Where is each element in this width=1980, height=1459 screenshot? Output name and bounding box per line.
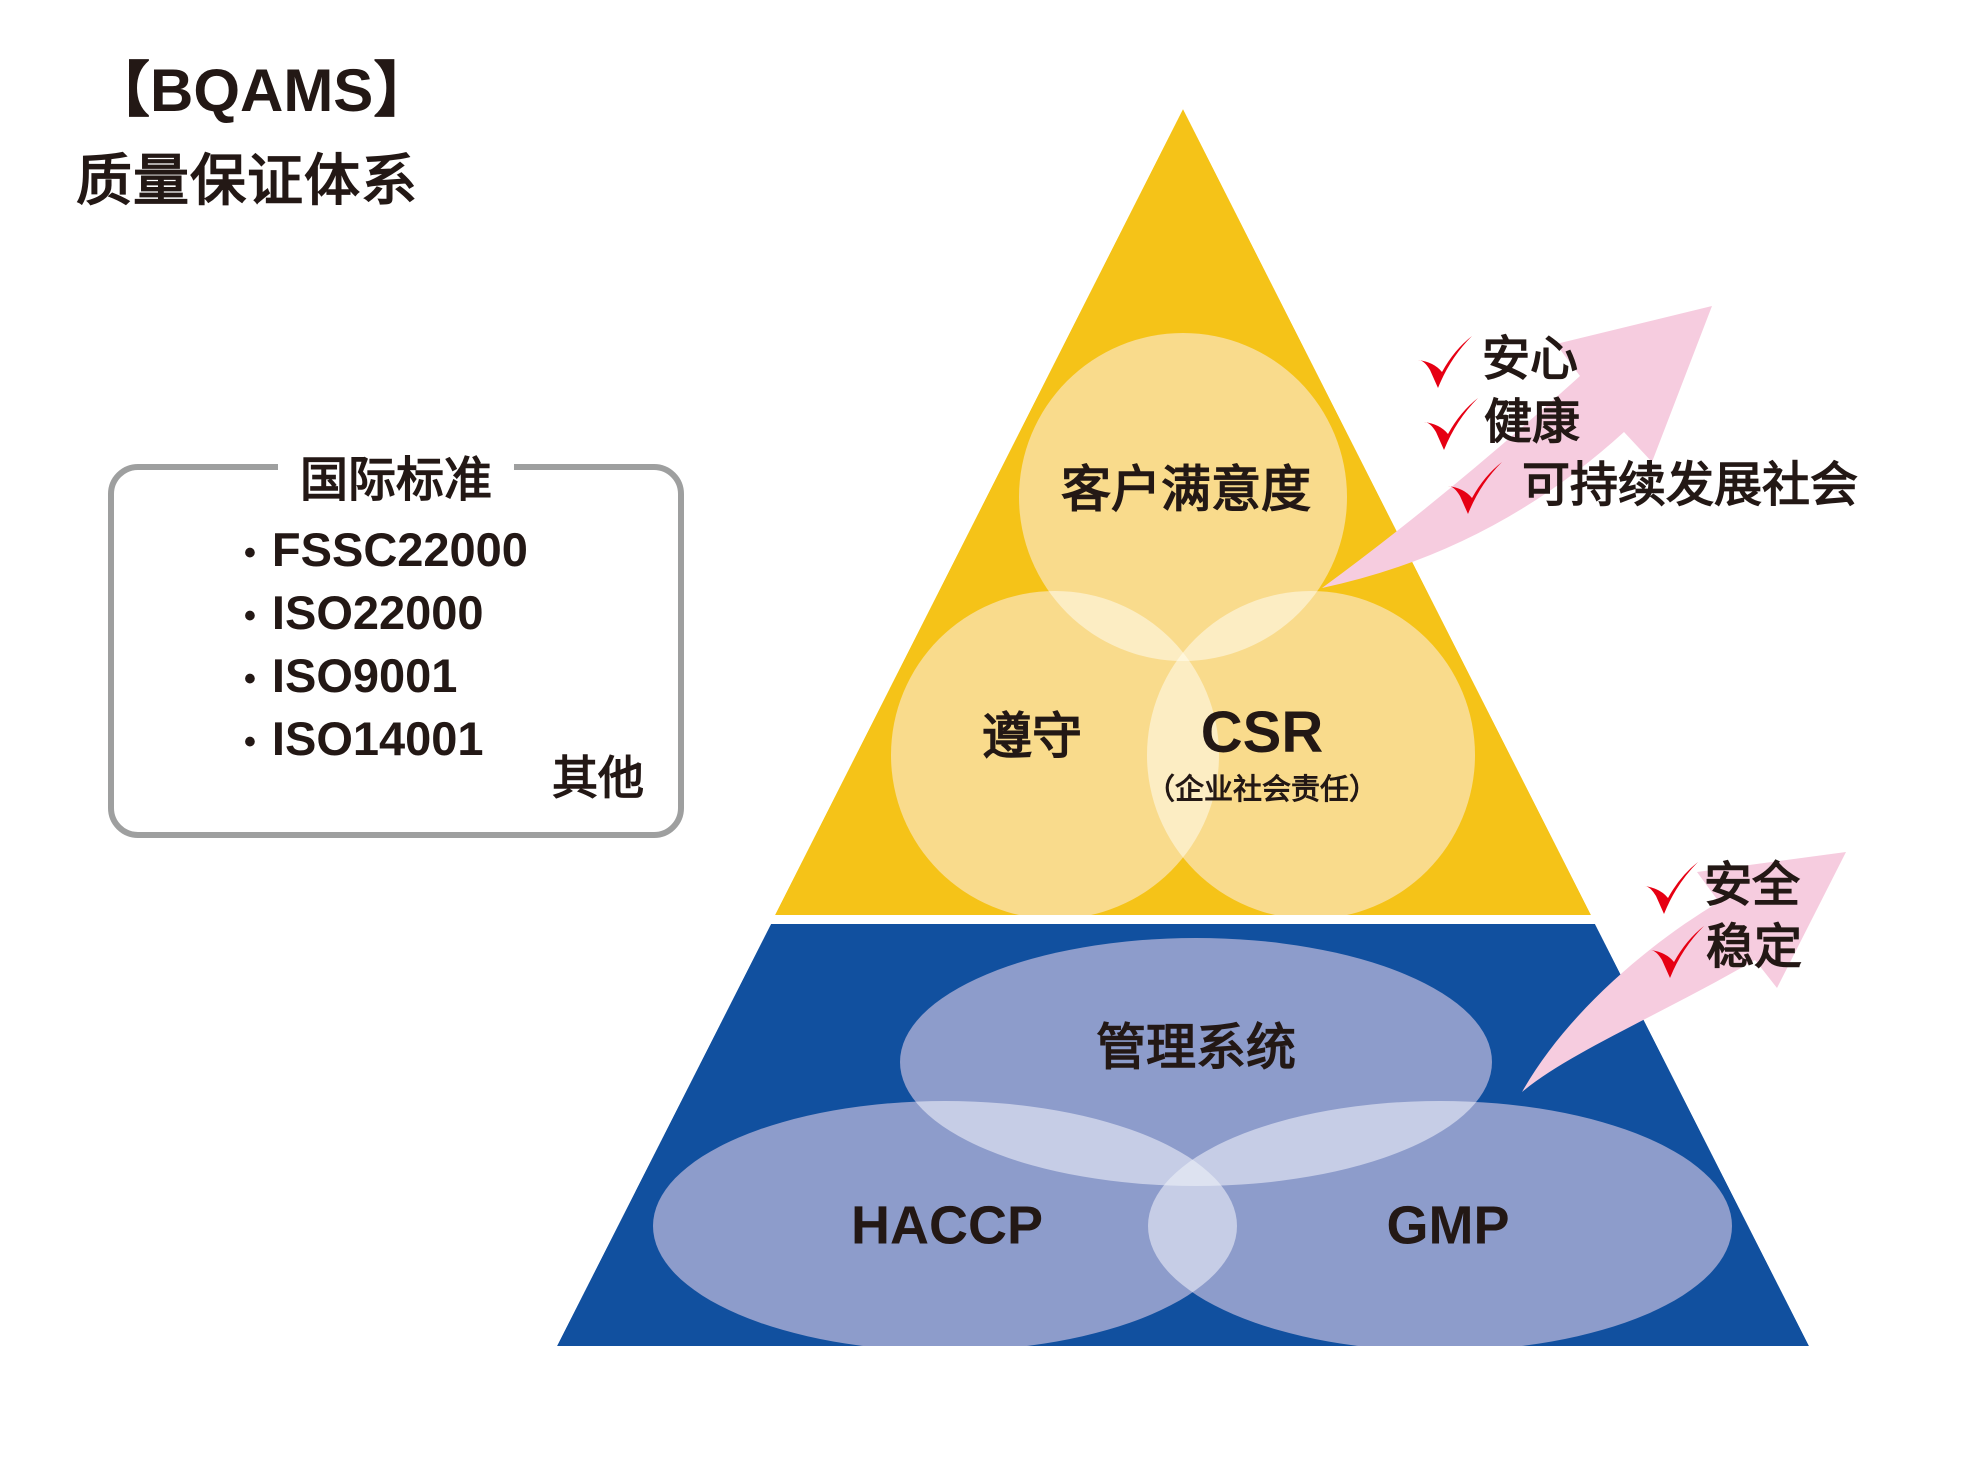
- standards-item-label: ISO9001: [271, 649, 458, 702]
- ellipse-label-haccp: HACCP: [850, 1195, 1044, 1256]
- bullet-icon: •: [244, 597, 256, 636]
- list-item: • ISO9001: [244, 644, 528, 707]
- list-item: • ISO22000: [244, 581, 528, 644]
- international-standards-box: 国际标准 • FSSC22000 • ISO22000 • ISO9001 • ISO1…: [108, 440, 684, 838]
- ellipse-label-management-system: 管理系统: [1096, 1019, 1296, 1076]
- check-icon: [1424, 398, 1478, 450]
- standards-item-label: ISO22000: [271, 586, 484, 639]
- circle-sublabel-csr: （企业社会责任）: [1145, 774, 1379, 807]
- check-icon: [1418, 336, 1472, 388]
- standards-list: • FSSC22000 • ISO22000 • ISO9001 • ISO14001: [244, 518, 528, 770]
- check-icon: [1644, 862, 1698, 914]
- outcome-label-wending: 稳定: [1706, 921, 1803, 974]
- upper-outcome-arrow: [1322, 306, 1712, 588]
- ellipse-label-gmp: GMP: [1386, 1195, 1510, 1256]
- list-item: • FSSC22000: [244, 518, 528, 581]
- circle-label-customer-satisfaction: 客户满意度: [1061, 461, 1311, 518]
- outcome-label-anquan: 安全: [1704, 859, 1801, 912]
- bullet-icon: •: [244, 723, 256, 762]
- circle-customer-satisfaction: [1019, 333, 1347, 661]
- standards-item-label: ISO14001: [271, 712, 484, 765]
- standards-note: 其他: [552, 752, 644, 804]
- circle-compliance: [891, 591, 1219, 915]
- pyramid-lower-tier: [557, 924, 1809, 1346]
- bullet-icon: •: [244, 660, 256, 699]
- circle-label-compliance: 遵守: [982, 708, 1082, 765]
- page-title-line2: 质量保证体系: [76, 149, 418, 212]
- standards-item-label: FSSC22000: [271, 523, 528, 576]
- outcome-label-anxin: 安心: [1482, 333, 1579, 386]
- list-item: • ISO14001: [244, 707, 528, 770]
- outcome-label-sustainable-society: 可持续发展社会: [1522, 459, 1859, 512]
- page-title-line1: 【BQAMS】: [90, 57, 434, 124]
- lower-outcome-arrow: [1522, 852, 1846, 1092]
- circle-csr: [1147, 591, 1475, 915]
- standards-box-title: 国际标准: [277, 440, 515, 510]
- bullet-icon: •: [244, 534, 256, 573]
- outcome-label-jiankang: 健康: [1484, 396, 1581, 449]
- pyramid-upper-tier: [775, 109, 1591, 915]
- circle-label-csr: CSR: [1200, 700, 1324, 766]
